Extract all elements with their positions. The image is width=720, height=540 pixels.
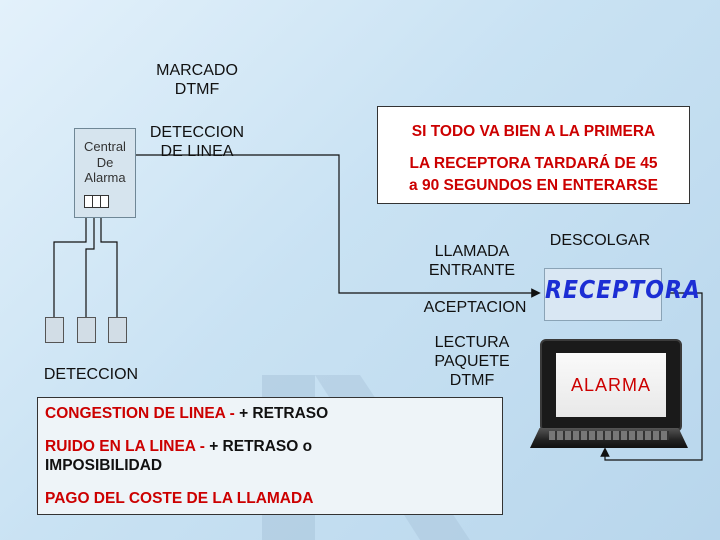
problems-box: CONGESTION DE LINEA - + RETRASO RUIDO EN… — [37, 397, 503, 515]
port-icon — [100, 195, 109, 208]
descolgar-label: DESCOLGAR — [549, 232, 651, 249]
info-box: SI TODO VA BIEN A LA PRIMERA LA RECEPTOR… — [377, 106, 690, 204]
info-line-2: LA RECEPTORA TARDARÁ DE 45 — [409, 155, 658, 172]
sensor-icon — [77, 317, 96, 343]
receptora-box: RECEPTORA — [544, 268, 701, 321]
problem-item: PAGO DEL COSTE DE LA LLAMADA — [45, 490, 314, 507]
aceptacion-label: ACEPTACION — [423, 299, 527, 316]
sensor-icon — [45, 317, 64, 343]
sensor-icon — [108, 317, 127, 343]
laptop-icon: ALARMA — [540, 339, 682, 432]
keyboard-icon — [549, 431, 669, 440]
central-alarma-box: Central De Alarma — [74, 128, 136, 218]
laptop-screen: ALARMA — [556, 353, 666, 417]
problem-item: RUIDO EN LA LINEA - + RETRASO o IMPOSIBI… — [45, 438, 313, 475]
info-line-3: a 90 SEGUNDOS EN ENTERARSE — [409, 177, 658, 194]
problem-item: CONGESTION DE LINEA - + RETRASO — [45, 405, 329, 422]
deteccion-label: DETECCION — [43, 366, 139, 383]
info-line-1: SI TODO VA BIEN A LA PRIMERA — [411, 123, 656, 140]
central-alarma-label: Central De Alarma — [84, 139, 126, 186]
alarma-label: ALARMA — [570, 375, 652, 395]
receptora-label: RECEPTORA — [545, 276, 701, 305]
